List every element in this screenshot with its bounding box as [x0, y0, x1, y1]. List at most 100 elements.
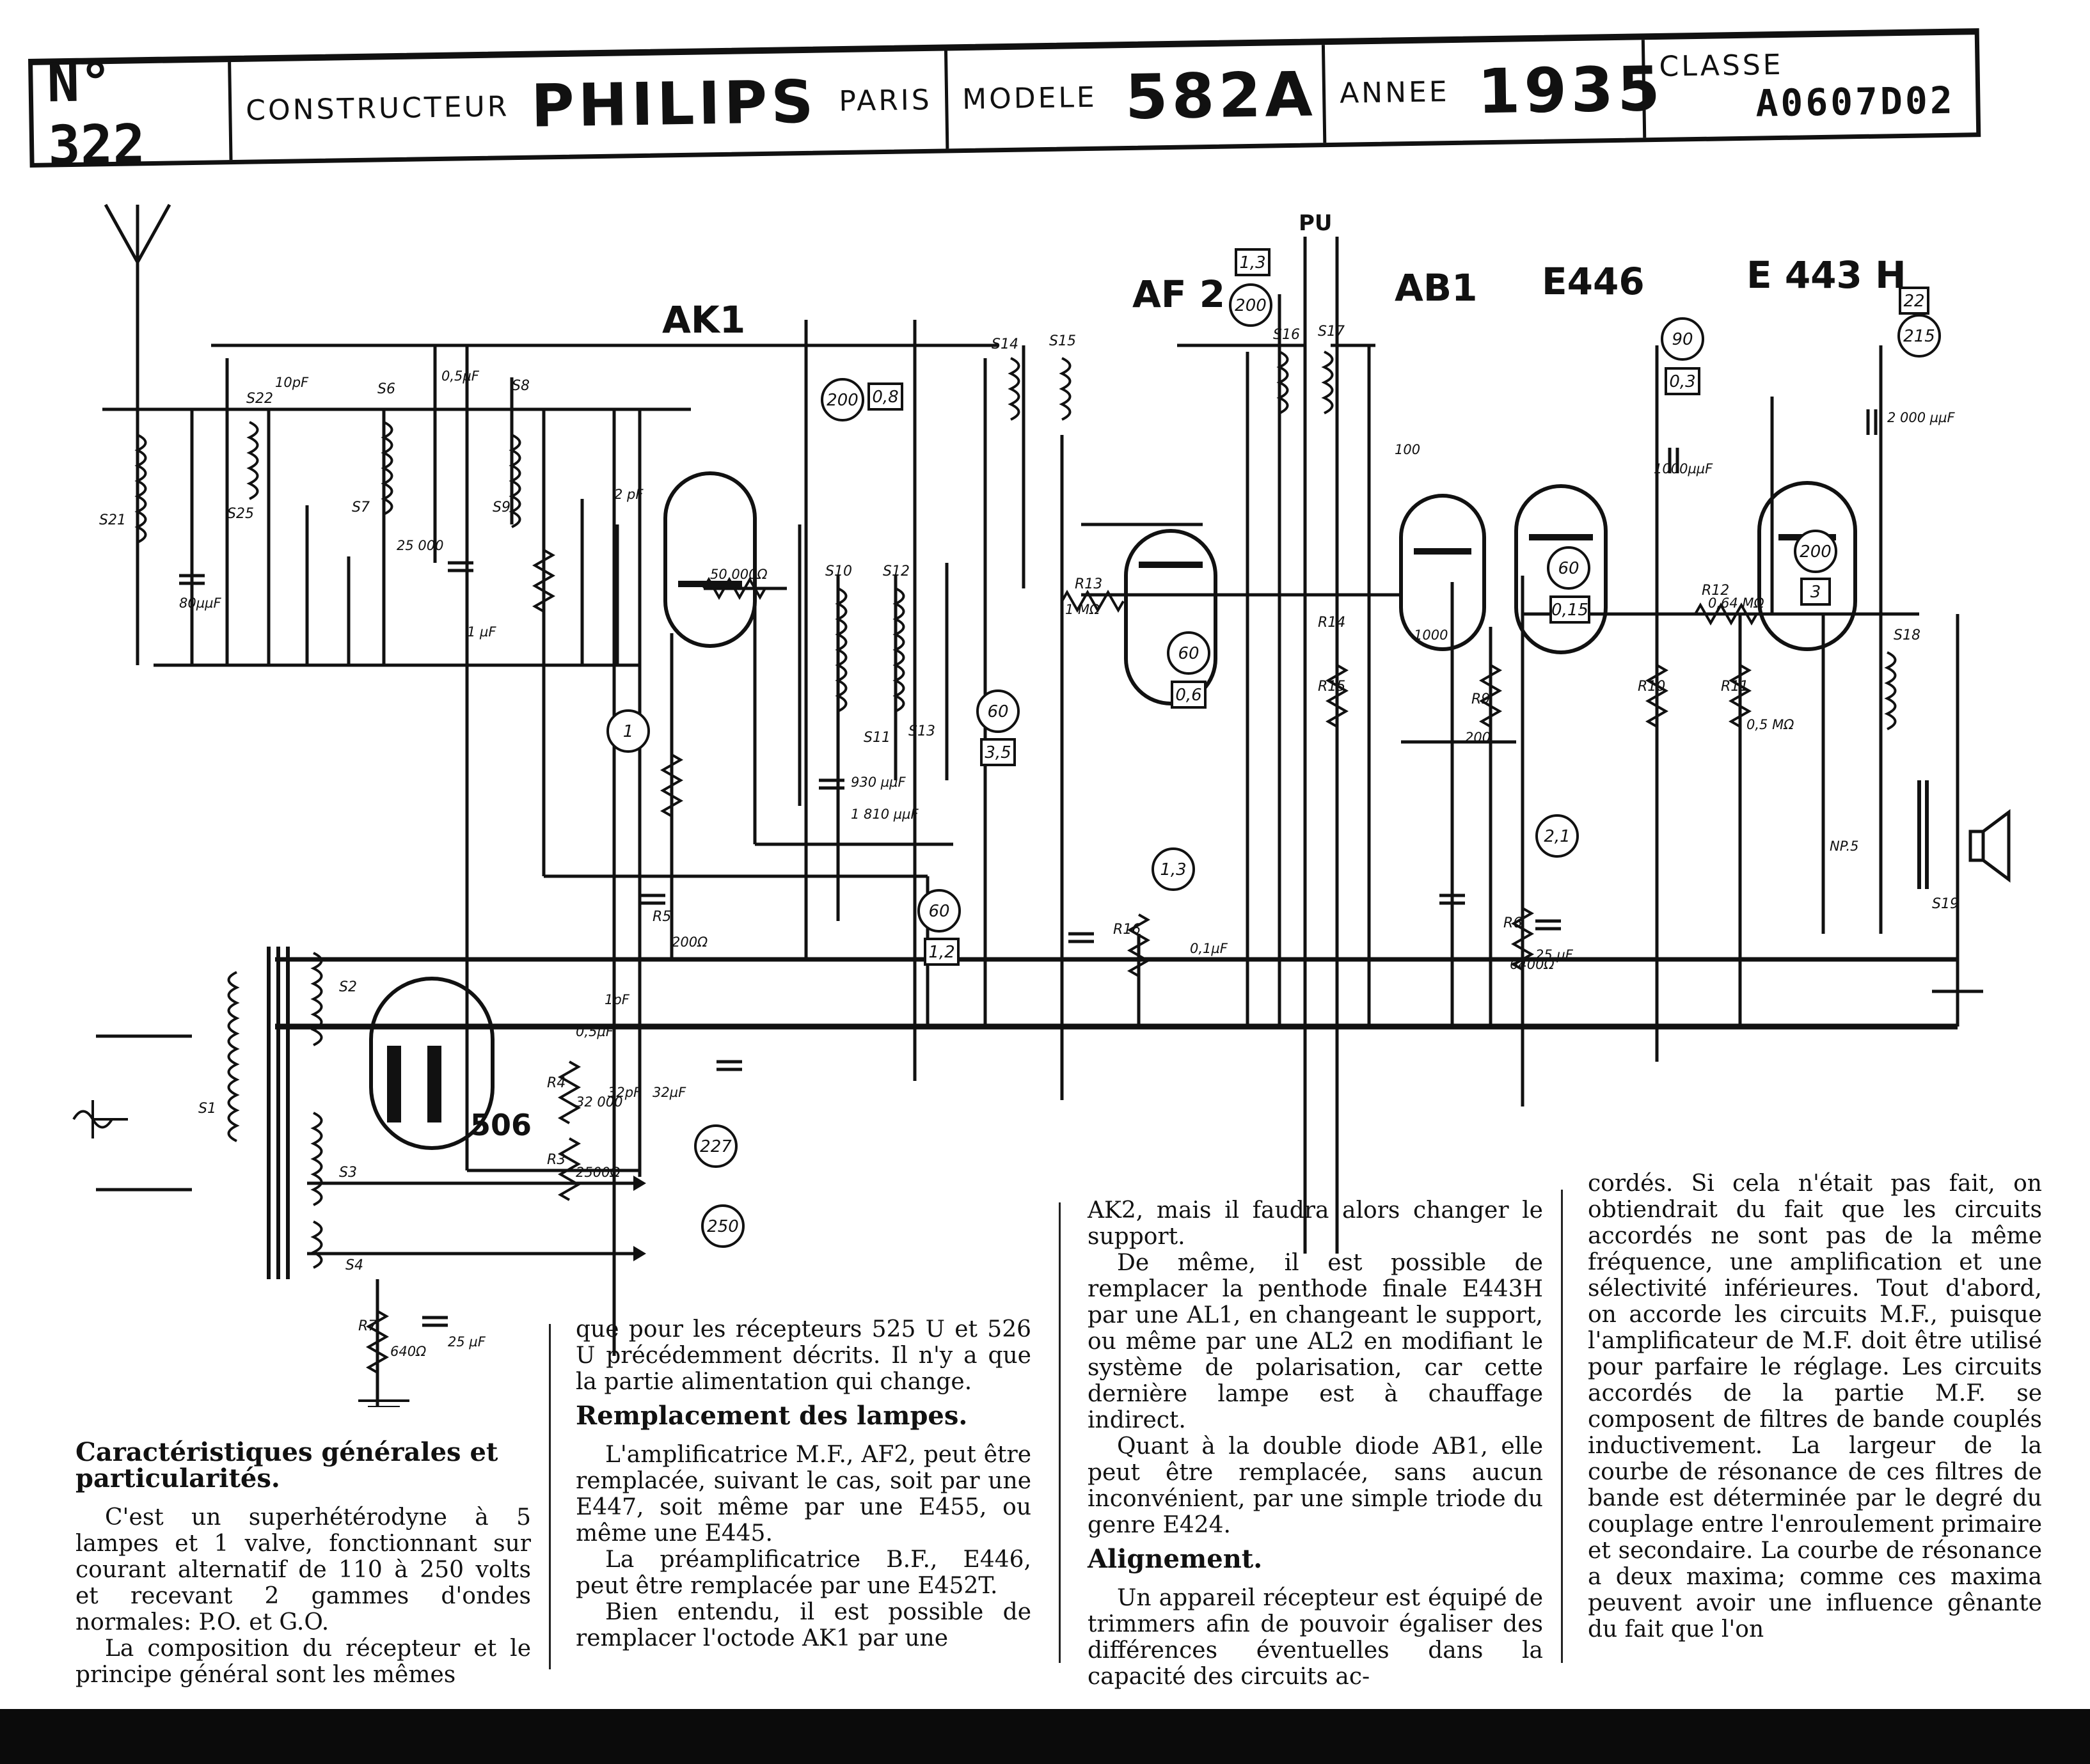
value-label-23: 640Ω	[390, 1344, 426, 1359]
model-cell: MODELE 582A	[947, 45, 1327, 149]
sheet-number: N° 322	[46, 50, 146, 177]
value-label-21: 32 000	[576, 1094, 622, 1110]
coil-label-s2: S2	[339, 979, 357, 995]
coil-label-s12: S12	[883, 563, 910, 579]
coil-label-s13: S13	[908, 723, 935, 739]
column-divider-1	[549, 1324, 551, 1669]
current-box-8: 3,5	[985, 743, 1011, 762]
voltage-circle-3: 90	[1672, 330, 1693, 349]
value-label-9: 1 810 µµF	[851, 807, 919, 822]
tube-label-e446: E446	[1542, 260, 1645, 303]
col2-top: que pour les récepteurs 525 U et 526 U p…	[576, 1316, 1031, 1395]
col1-body2: La composition du récepteur et le princi…	[75, 1635, 531, 1688]
value-label-7: 50 000Ω	[710, 567, 768, 582]
voltage-circle-1: 200	[1235, 296, 1267, 315]
value-label-15: 0,5µF	[576, 1024, 614, 1039]
voltage-circle-2: 200	[827, 391, 859, 410]
tube-label-ak1: AK1	[662, 298, 745, 342]
annee-label: ANNEE	[1339, 75, 1450, 110]
voltage-circle-10: 1	[623, 722, 634, 741]
coil-label-s21: S21	[99, 512, 126, 528]
scan-bottom-edge	[0, 1709, 2090, 1764]
resistor-label-r13: R13	[1075, 576, 1102, 592]
pickup-label: PU	[1299, 210, 1333, 236]
voltage-circle-8: 60	[987, 702, 1008, 721]
value-label-19: 25 µF	[1535, 947, 1574, 963]
resistor-label-r9: R9	[1471, 691, 1490, 707]
voltage-circle-9: 60	[928, 902, 949, 921]
coil-label-s1: S1	[198, 1101, 216, 1117]
col1-heading: Caractéristiques générales et particular…	[75, 1437, 498, 1493]
coil-label-s15: S15	[1049, 333, 1076, 349]
col3-p4: Un appareil récepteur est équipé de trim…	[1088, 1585, 1543, 1690]
column-3: AK2, mais il faudra alors changer le sup…	[1088, 1197, 1543, 1690]
resistor-label-r4: R4	[547, 1075, 566, 1091]
current-box-3: 0,3	[1669, 372, 1695, 391]
value-label-11: 1000µµF	[1654, 461, 1713, 476]
voltage-circle-11: 1,3	[1160, 860, 1186, 879]
resistor-label-r6: R6	[1503, 915, 1522, 931]
coil-label-s16: S16	[1273, 327, 1300, 343]
voltage-circle-14: 250	[707, 1217, 739, 1236]
resistor-label-r10: R10	[1638, 679, 1665, 695]
column-divider-2	[1059, 1202, 1061, 1663]
value-label-30: NP.5	[1830, 839, 1859, 854]
modele-label: MODELE	[962, 81, 1098, 116]
header-bar: N° 322 CONSTRUCTEUR PHILIPS PARIS MODELE…	[28, 28, 1981, 177]
value-label-14: 1000	[1414, 627, 1448, 643]
column-2: que pour les récepteurs 525 U et 526 U p…	[576, 1316, 1031, 1651]
circuit-schematic: AK1 AF 2 AB1 E446 E 443 H 506 PU S21 S2 2…	[72, 203, 2011, 1407]
constructor-cell: CONSTRUCTEUR PHILIPS PARIS	[231, 51, 949, 161]
value-label-2: 0,5µF	[441, 368, 480, 384]
coil-label-s19: S19	[1932, 896, 1959, 912]
coil-label-s25: S25	[227, 506, 254, 522]
col2-p3: Bien entendu, il est possible de remplac…	[576, 1599, 1031, 1651]
col3-p1: AK2, mais il faudra alors changer le sup…	[1088, 1197, 1543, 1250]
value-label-18: 32µF	[653, 1085, 686, 1100]
resistor-label-r14: R14	[1318, 615, 1345, 631]
value-label-28: 200Ω	[672, 934, 708, 950]
coil-label-s9: S9	[493, 500, 511, 516]
classe-code: A0607D02	[1755, 78, 1956, 125]
tube-label-506: 506	[470, 1108, 532, 1142]
constructeur-label: CONSTRUCTEUR	[245, 90, 510, 127]
resistor-label-r7: R7	[358, 1318, 377, 1334]
tube-label-af2: AF 2	[1132, 272, 1225, 316]
col2-p1: L'amplificatrice M.F., AF2, peut être re…	[576, 1442, 1031, 1547]
tube-label-ab1: AB1	[1395, 266, 1477, 310]
col4-body: cordés. Si cela n'était pas fait, on obt…	[1588, 1170, 2042, 1642]
col3-p3: Quant à la double diode AB1, elle peut ê…	[1088, 1433, 1543, 1538]
current-box-2: 1,3	[1239, 253, 1265, 272]
model-number: 582A	[1124, 58, 1317, 133]
brand-name: PHILIPS	[530, 67, 818, 141]
tube-label-e443h: E 443 H	[1746, 253, 1906, 297]
coil-label-s17: S17	[1318, 324, 1345, 340]
col1-body: C'est un superhétérodyne à 5 lampes et 1…	[75, 1504, 531, 1635]
year: 1935	[1476, 52, 1665, 127]
value-label-26: 0,5 MΩ	[1746, 717, 1794, 732]
resistor-label-r5: R5	[653, 909, 671, 925]
classe-label: CLASSE	[1659, 48, 1784, 83]
col3-heading: Alignement.	[1088, 1544, 1263, 1574]
voltage-circle-6: 60	[1558, 559, 1579, 578]
voltage-circle-4: 215	[1903, 327, 1935, 346]
sheet-number-cell: N° 322	[33, 50, 233, 177]
voltage-circle-7: 60	[1178, 644, 1199, 663]
current-box-5: 3	[1810, 583, 1821, 602]
value-label-12: 2 000 µµF	[1887, 410, 1956, 425]
column-divider-3	[1561, 1190, 1563, 1663]
coil-label-s10: S10	[825, 563, 852, 579]
current-box-7: 0,6	[1175, 686, 1201, 705]
value-label-24: 25 µF	[448, 1334, 486, 1350]
col2-p2: La préamplificatrice B.F., E446, peut êt…	[576, 1547, 1031, 1599]
value-label-25: 1 MΩ	[1065, 602, 1100, 617]
coil-label-s11: S11	[864, 730, 891, 746]
value-label-3: 25 000	[397, 538, 443, 553]
resistor-label-r3: R3	[547, 1152, 566, 1168]
value-label-10: 100	[1395, 442, 1420, 457]
value-label-8: 930 µµF	[851, 775, 906, 790]
coil-label-s8: S8	[512, 378, 530, 394]
voltage-circle-5: 200	[1800, 542, 1832, 562]
value-label-4: 2 pF	[614, 487, 644, 502]
voltage-circle-12: 2,1	[1544, 827, 1570, 846]
